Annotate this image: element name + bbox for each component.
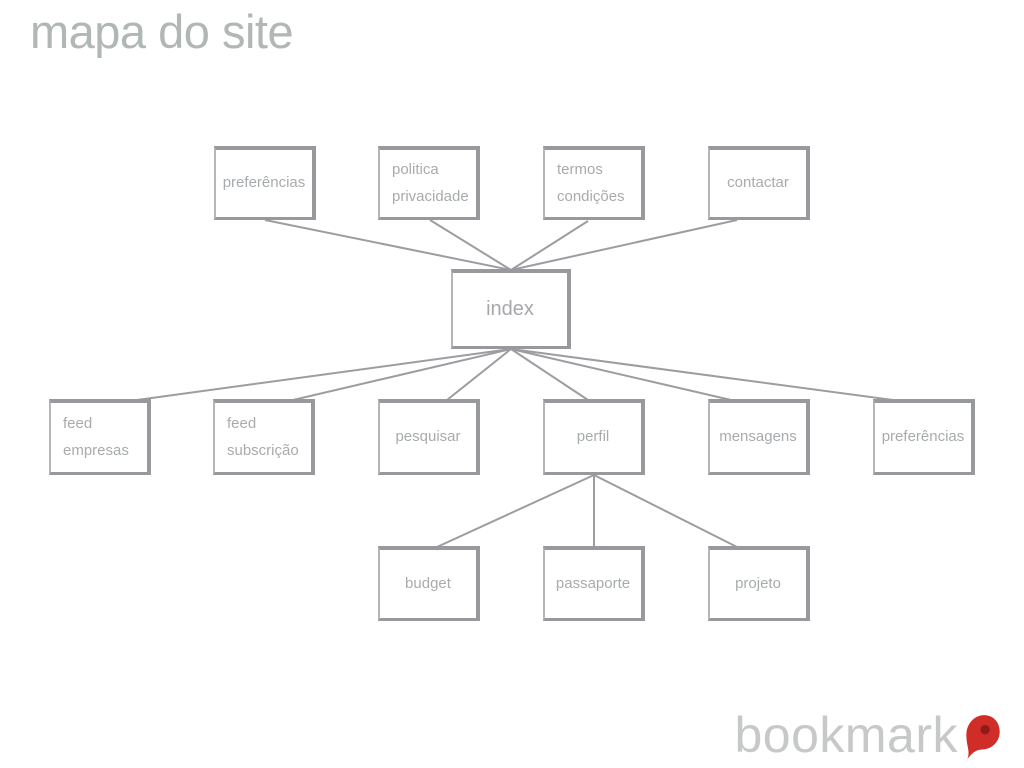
- node-politica-privacidade: politica privacidade: [378, 146, 480, 220]
- node-perfil: perfil: [543, 399, 645, 475]
- bookmark-logo-text: bookmark: [734, 707, 958, 763]
- edge-politica-index: [429, 219, 512, 271]
- bookmark-logo: bookmark: [734, 710, 1002, 760]
- node-contactar: contactar: [708, 146, 810, 220]
- node-preferencias-bottom: preferências: [873, 399, 975, 475]
- edge-index-pesquisar: [446, 348, 512, 401]
- edge-perfil-budget: [436, 474, 595, 548]
- node-budget: budget: [378, 546, 480, 621]
- page-title: mapa do site: [30, 5, 294, 58]
- edge-contactar-index: [510, 219, 738, 271]
- node-feed-empresas: feed empresas: [49, 399, 151, 475]
- node-feed-subscricao: feed subscrição: [213, 399, 315, 475]
- edge-index-feed-empresas: [136, 348, 512, 401]
- bookmark-pin-icon: [966, 715, 1000, 759]
- node-preferencias-top: preferências: [214, 146, 316, 220]
- node-projeto: projeto: [708, 546, 810, 621]
- node-pesquisar: pesquisar: [378, 399, 480, 475]
- node-passaporte: passaporte: [543, 546, 645, 621]
- edge-index-perfil: [510, 348, 589, 401]
- node-index: index: [451, 269, 571, 349]
- edge-index-mensagens: [510, 348, 732, 401]
- edge-termos-index: [510, 220, 589, 271]
- edge-index-preferencias: [510, 348, 894, 401]
- edge-preferencias-top-index: [264, 219, 512, 271]
- edge-perfil-projeto: [593, 474, 738, 548]
- node-termos-condicoes: termos condições: [543, 146, 645, 220]
- node-mensagens: mensagens: [708, 399, 810, 475]
- edge-index-feed-subscricao: [292, 348, 512, 401]
